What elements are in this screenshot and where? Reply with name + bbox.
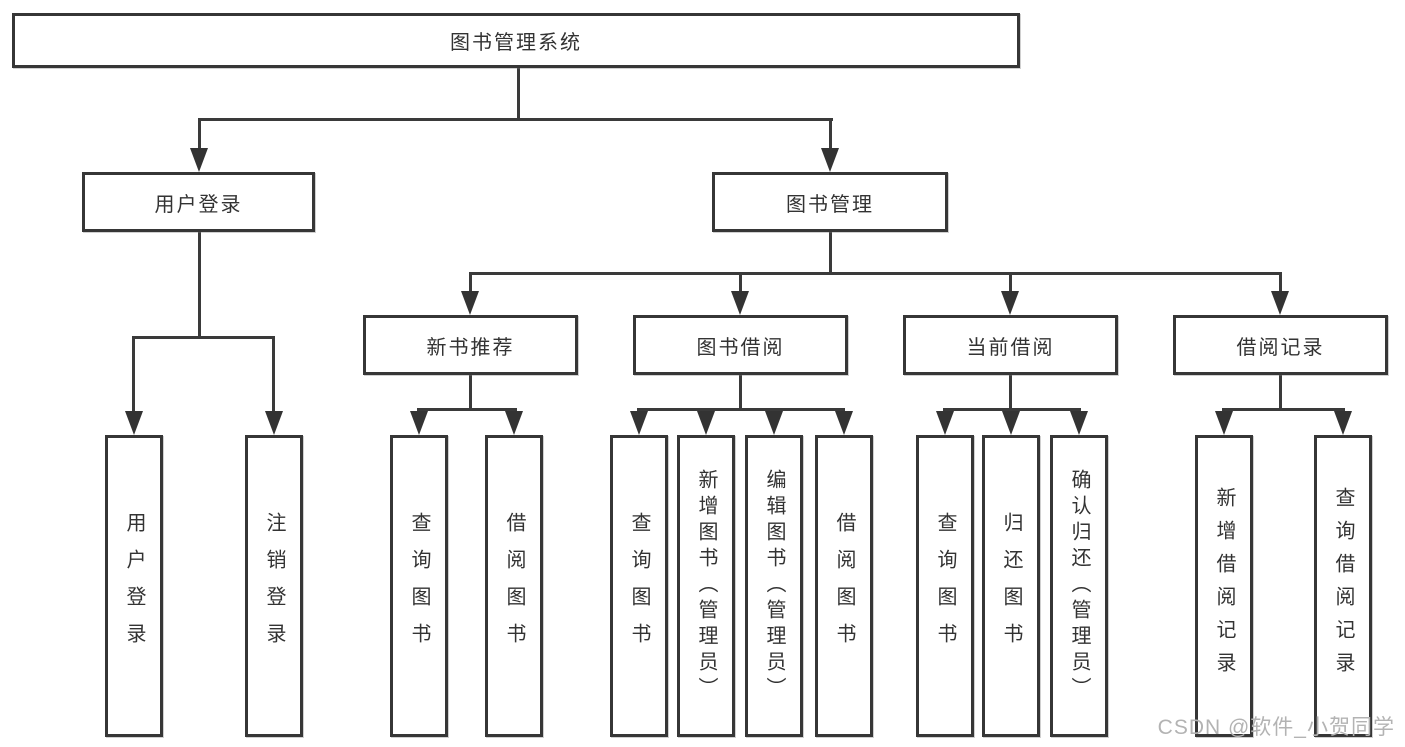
arrow-down-icon [936,411,954,435]
node-label: 图书管理 [786,193,874,216]
node-label: 用户登录 [154,193,243,216]
arrow-down-icon [1334,411,1352,435]
connector-line [829,232,832,275]
node-label: 查询借阅记录 [1332,487,1354,685]
connector-line [1009,375,1012,411]
node-label: 当前借阅 [966,336,1055,359]
node-label: 查询图书 [628,512,650,660]
leaf-borrow-books: 借阅图书 [815,435,873,737]
arrow-down-icon [1215,411,1233,435]
connector-line [417,408,517,411]
node-label: 图书借阅 [696,336,785,359]
connector-line [469,272,472,293]
node-label: 图书管理系统 [450,32,582,54]
node-library-system: 图书管理系统 [12,13,1020,68]
node-user-login: 用户登录 [82,172,315,232]
node-label: 归还图书 [1000,512,1022,660]
arrow-down-icon [697,411,715,435]
connector-line [198,118,833,121]
connector-line [132,336,275,339]
leaf-confirm-return-admin: 确认归还（管理员） [1050,435,1108,737]
arrow-down-icon [821,148,839,172]
leaf-return-books: 归还图书 [982,435,1040,737]
arrow-down-icon [461,291,479,315]
leaf-user-login: 用户登录 [105,435,163,737]
connector-line [829,118,832,152]
arrow-down-icon [125,411,143,435]
connector-line [132,336,135,413]
node-label: 查询图书 [408,512,430,660]
connector-line [469,375,472,411]
arrow-down-icon [410,411,428,435]
connector-line [198,118,201,152]
node-current-borrowing: 当前借阅 [903,315,1118,375]
node-label: 编辑图书（管理员） [763,469,785,703]
arrow-down-icon [1001,291,1019,315]
connector-line [637,408,845,411]
leaf-query-books-recommend: 查询图书 [390,435,448,737]
connector-line [1279,272,1282,293]
leaf-query-books-current: 查询图书 [916,435,974,737]
leaf-logout: 注销登录 [245,435,303,737]
node-label: 查询图书 [934,512,956,660]
connector-line [1009,272,1012,293]
node-label: 借阅图书 [833,512,855,660]
arrow-down-icon [190,148,208,172]
node-borrowing-records: 借阅记录 [1173,315,1388,375]
connector-line [517,68,520,120]
arrow-down-icon [265,411,283,435]
connector-line [739,272,742,293]
arrow-down-icon [1271,291,1289,315]
connector-line [1279,375,1282,411]
arrow-down-icon [835,411,853,435]
leaf-query-books-borrowing: 查询图书 [610,435,668,737]
connector-line [1222,408,1345,411]
arrow-down-icon [1070,411,1088,435]
arrow-down-icon [765,411,783,435]
node-label: 新书推荐 [426,336,515,359]
arrow-down-icon [731,291,749,315]
leaf-borrow-books-recommend: 借阅图书 [485,435,543,737]
connector-line [943,408,1081,411]
leaf-add-borrow-record: 新增借阅记录 [1195,435,1253,737]
node-new-book-recommend: 新书推荐 [363,315,578,375]
leaf-query-borrow-record: 查询借阅记录 [1314,435,1372,737]
arrow-down-icon [630,411,648,435]
node-label: 确认归还（管理员） [1068,469,1090,703]
node-label: 新增图书（管理员） [695,469,717,703]
node-book-management: 图书管理 [712,172,948,232]
node-label: 借阅记录 [1236,336,1325,359]
csdn-watermark: CSDN @软件_小贺同学 [1157,716,1395,739]
node-book-borrowing: 图书借阅 [633,315,848,375]
node-label: 用户登录 [123,512,145,660]
connector-line [469,272,1282,275]
node-label: 新增借阅记录 [1213,487,1235,685]
leaf-edit-books-admin: 编辑图书（管理员） [745,435,803,737]
connector-line [272,336,275,413]
connector-line [198,232,201,339]
leaf-add-books-admin: 新增图书（管理员） [677,435,735,737]
arrow-down-icon [505,411,523,435]
node-label: 注销登录 [263,512,285,660]
arrow-down-icon [1002,411,1020,435]
node-label: 借阅图书 [503,512,525,660]
connector-line [739,375,742,411]
